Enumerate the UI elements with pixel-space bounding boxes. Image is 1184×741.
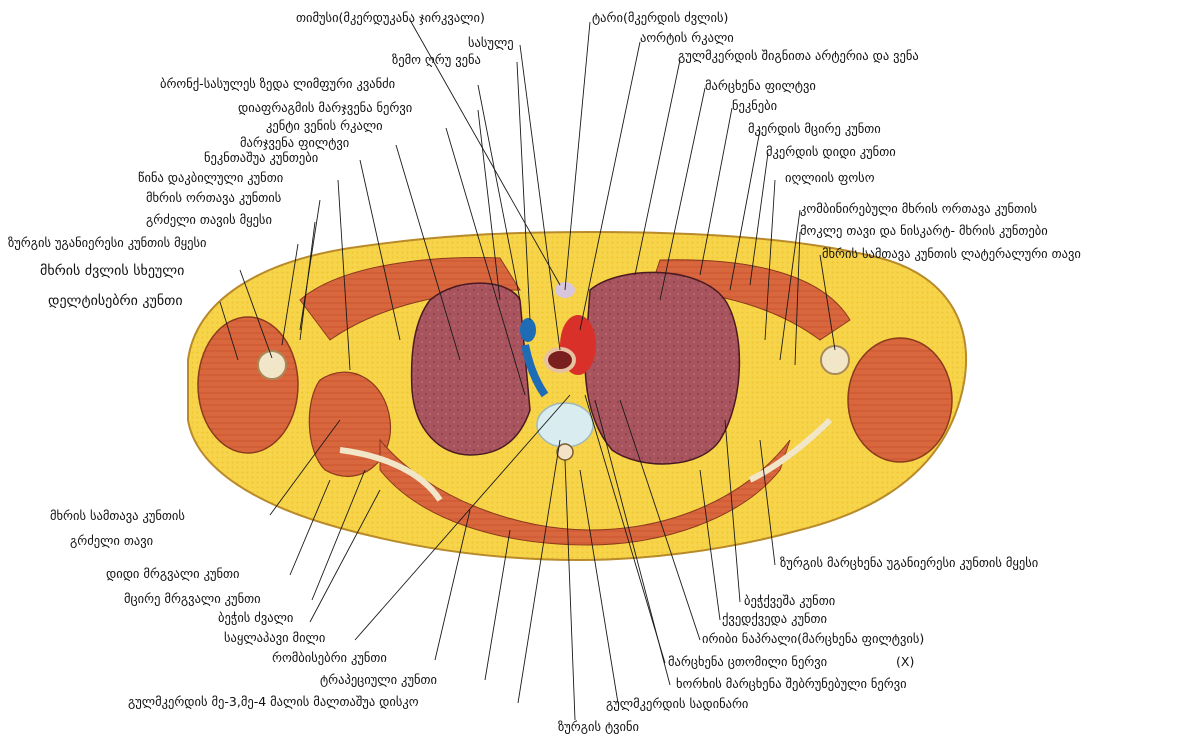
label-axillary-fossa: იღლიის ფოსო [785, 170, 875, 185]
label-vagus-x: (X) [896, 654, 914, 669]
label-trachea: სასულე [468, 35, 514, 50]
label-humerus: მხრის ძვლის სხეული [40, 262, 184, 279]
label-triceps-long-1: მხრის სამთავა კუნთის [50, 508, 185, 523]
trachea-shape [546, 349, 574, 371]
humerus-shape [258, 351, 286, 379]
label-internal-thoracic: გულმკერდის შიგნითა არტერია და ვენა [678, 48, 919, 63]
label-right-lung: მარჯვენა ფილტვი [240, 135, 349, 150]
left-lung-shape [585, 272, 739, 464]
label-latissimus-right: ზურგის უგანიერესი კუნთის მყესი [8, 235, 207, 250]
label-teres-major: დიდი მრგვალი კუნთი [106, 566, 240, 581]
label-pec-minor: მკერდის მცირე კუნთი [748, 121, 881, 136]
label-trapezius: ტრაპეციული კუნთი [320, 672, 437, 687]
label-biceps: მხრის ორთავა კუნთის [146, 190, 281, 205]
label-latissimus-left: ზურგის მარცხენა უგანიერესი კუნთის მყესი [780, 555, 1038, 570]
label-spinal-cord: ზურგის ტვინი [558, 719, 639, 734]
label-thoracic-duct: გულმკერდის სადინარი [606, 696, 748, 711]
label-subscapularis: ბეჭქვეშა კუნთი [744, 593, 835, 608]
left-humerus-shape [821, 346, 849, 374]
label-left-lung: მარცხენა ფილტვი [705, 78, 816, 93]
vertebral-body-shape [537, 403, 593, 447]
label-svc: ზემო ღრუ ვენა [392, 52, 481, 67]
label-serratus-ant: წინა დაკბილული კუნთი [138, 170, 283, 185]
left-arm-deltoid [848, 338, 952, 462]
label-left-recurrent: ხორხის მარცხენა შებრუნებული ნერვი [676, 676, 907, 691]
label-azygos-arch: კენტი ვენის რკალი [266, 118, 383, 133]
label-right-phrenic: დიაფრაგმის მარჯვენა ნერვი [238, 100, 412, 115]
label-left-vagus: მარცხენა ცთომილი ნერვი [668, 654, 827, 669]
label-teres-minor: მცირე მრგვალი კუნთი [124, 591, 261, 606]
svc-shape [520, 318, 536, 342]
label-oblique-fissure: ირიბი ნაპრალი(მარცხენა ფილტვის) [702, 631, 924, 646]
label-deltoid: დელტისებრი კუნთი [48, 292, 183, 309]
label-rhomboid: რომბისებრი კუნთი [272, 650, 387, 665]
label-triceps-long-2: გრძელი თავი [70, 533, 153, 548]
label-aortic-arch: აორტის რკალი [640, 30, 734, 45]
label-esophagus: საყლაპავი მილი [224, 630, 325, 645]
label-thymus: თიმუსი(მკერდუკანა ჯირკვალი) [296, 10, 485, 25]
label-coracobrachialis: კომბინირებული მხრის ორთავა კუნთის [800, 201, 1037, 216]
label-triceps-lateral: მხრის სამთავა კუნთის ლატერალური თავი [822, 246, 1081, 261]
label-ribs: ნეკნები [732, 98, 777, 113]
label-pec-major: მკერდის დიდი კუნთი [766, 144, 896, 159]
label-intercostal: ნეკნთაშუა კუნთები [204, 150, 318, 165]
label-long-head-tendon: გრძელი თავის მყესი [146, 212, 272, 227]
label-sternum: ტარი(მკერდის ძვლის) [592, 10, 728, 25]
label-infraspinatus: ქვედქვედა კუნთი [722, 611, 827, 626]
label-bronchotracheal-node: ბრონქ-სასულეს ზედა ლიმფური კვანძი [160, 76, 395, 91]
label-scapula: ბეჭის ძვალი [218, 610, 293, 625]
label-short-head: მოკლე თავი და ნისკარტ- მხრის კუნთები [800, 223, 1048, 238]
right-lung-shape [412, 283, 530, 455]
label-intervertebral-disc: გულმკერდის მე-3,მე-4 მალის მალთაშუა დისკ… [128, 694, 419, 709]
